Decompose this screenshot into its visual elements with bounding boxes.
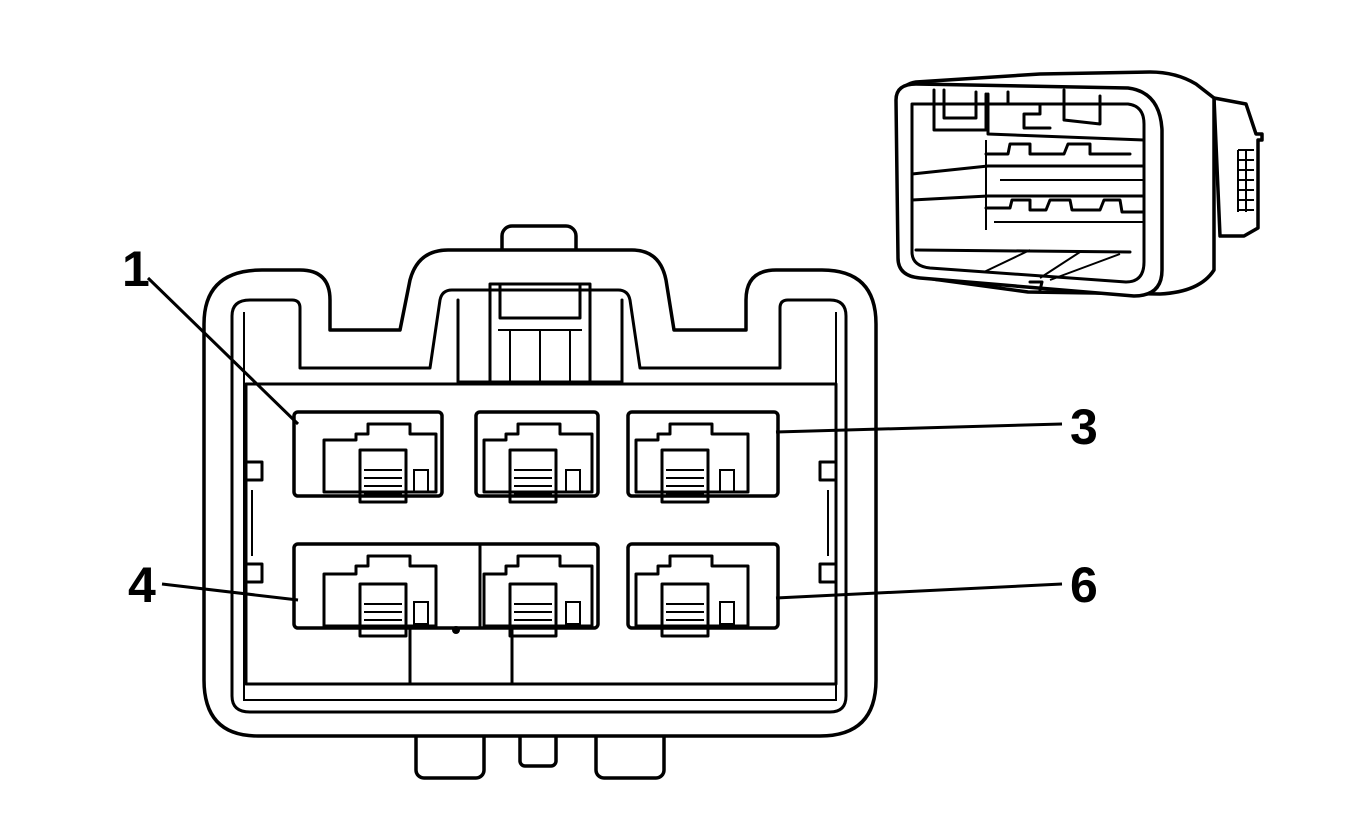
leader-line-4 [161,582,299,602]
pin-label-1: 1 [122,241,150,297]
center-latch-window [456,282,624,384]
cavity-field [244,382,838,686]
leader-line-1 [146,276,300,426]
pin-label-3: 3 [1070,399,1098,455]
connector-isometric-view [894,70,1264,298]
cavity-3 [626,410,780,504]
housing-inner [230,288,848,714]
connector-face-view [202,224,878,780]
leader-lines [146,276,1063,602]
pin-label-6: 6 [1070,557,1098,613]
cavity-2 [474,410,600,504]
leader-line-6 [775,582,1063,600]
cavity-6 [626,542,780,638]
pin-label-4: 4 [128,557,156,613]
pin-labels: 1 3 4 6 [122,241,1098,613]
terminal-cavities [292,410,780,638]
cavity-1 [292,410,444,504]
leader-line-3 [775,422,1063,434]
cavity-4 [292,542,600,638]
side-keys [244,460,838,584]
